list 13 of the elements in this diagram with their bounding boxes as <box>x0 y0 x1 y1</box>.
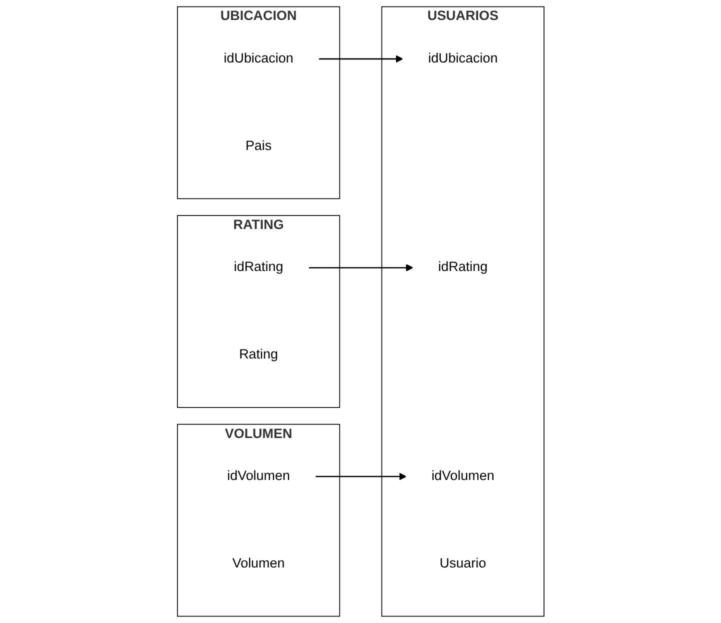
node-text: idVolumen <box>431 468 494 484</box>
node-text: Rating <box>238 348 278 362</box>
node-text: idUbicacion <box>428 51 498 66</box>
arrow <box>318 55 403 63</box>
arrow <box>308 264 414 272</box>
node-text: Pais <box>245 138 272 154</box>
node-text: idRating <box>234 260 284 274</box>
node-text: Usuario <box>439 556 486 571</box>
node-text: idUbicacion <box>224 51 294 66</box>
node-text: Volumen <box>232 556 285 571</box>
arrow <box>315 472 406 480</box>
node-text: idRating <box>438 260 488 274</box>
node-text: idVolumen <box>226 468 290 484</box>
